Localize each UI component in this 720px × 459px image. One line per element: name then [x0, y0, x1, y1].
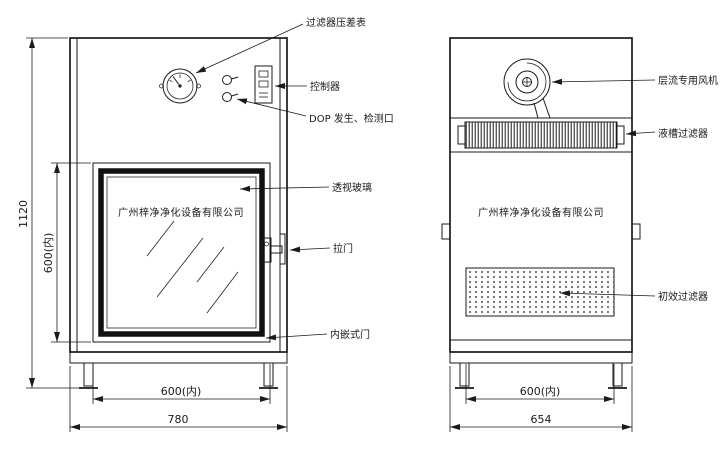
label-pull-door: 拉门 [333, 242, 353, 255]
callout-door: 内嵌式门 [265, 328, 370, 341]
callout-handle: 拉门 [289, 242, 353, 255]
door-handle [261, 233, 286, 265]
dim-total-width-front: 780 [69, 366, 288, 432]
label-dop-port: DOP 发生、检测口 [309, 112, 394, 125]
viewing-window: 广州梓净净化设备有限公司 [92, 162, 271, 343]
callout-dop: DOP 发生、检测口 [236, 98, 394, 125]
company-name-front: 广州梓净净化设备有限公司 [118, 206, 244, 219]
dim-text-1120: 1120 [17, 200, 30, 228]
dim-total-height: 1120 [17, 37, 80, 389]
company-name-side: 广州梓净净化设备有限公司 [478, 206, 604, 219]
dim-text-600-inner-width-front: 600(内) [161, 384, 202, 398]
label-liquid-filter: 液槽过滤器 [658, 127, 708, 140]
label-laminar-fan: 层流专用风机 [658, 74, 718, 87]
side-base [449, 351, 633, 389]
callout-glass: 透视玻璃 [239, 181, 372, 194]
dim-total-width-side: 654 [449, 366, 633, 432]
callout-primary-filter: 初效过滤器 [559, 290, 708, 303]
dim-text-654: 654 [531, 413, 552, 426]
callout-controller: 控制器 [275, 80, 340, 93]
laminar-fan [503, 58, 551, 119]
front-base [69, 351, 288, 389]
dim-text-600-inner-side: 600(内) [520, 384, 561, 398]
dim-inner-width-side: 600(内) [465, 364, 615, 404]
front-view: 广州梓净净化设备有限公司 过滤器压差表 控制器 DOP 发生、检测口 [17, 16, 394, 432]
dim-window-height: 600(内) [41, 162, 91, 343]
label-primary-filter: 初效过滤器 [658, 290, 708, 303]
callout-gauge: 过滤器压差表 [195, 16, 366, 74]
dop-ports [222, 75, 239, 102]
side-body-outline [449, 37, 633, 353]
pressure-gauge [159, 68, 201, 104]
controller-unit [254, 65, 273, 104]
liquid-tank-filter [457, 121, 625, 149]
side-view: 广州梓净净化设备有限公司 层流专用风机 液槽过滤器 初效过滤器 [441, 37, 718, 432]
callout-fan: 层流专用风机 [551, 74, 718, 87]
label-controller: 控制器 [310, 80, 340, 93]
dim-text-600-inner-height: 600(内) [41, 233, 55, 274]
primary-filter [465, 267, 615, 317]
dim-text-780: 780 [168, 413, 189, 426]
label-inset-door: 内嵌式门 [330, 328, 370, 341]
callout-liquid-filter: 液槽过滤器 [625, 127, 708, 140]
label-pressure-gauge: 过滤器压差表 [306, 16, 366, 29]
glass-shine-marks [146, 220, 239, 314]
dim-window-width: 600(内) [92, 364, 271, 404]
label-viewing-glass: 透视玻璃 [332, 181, 372, 194]
side-latches [441, 223, 641, 240]
